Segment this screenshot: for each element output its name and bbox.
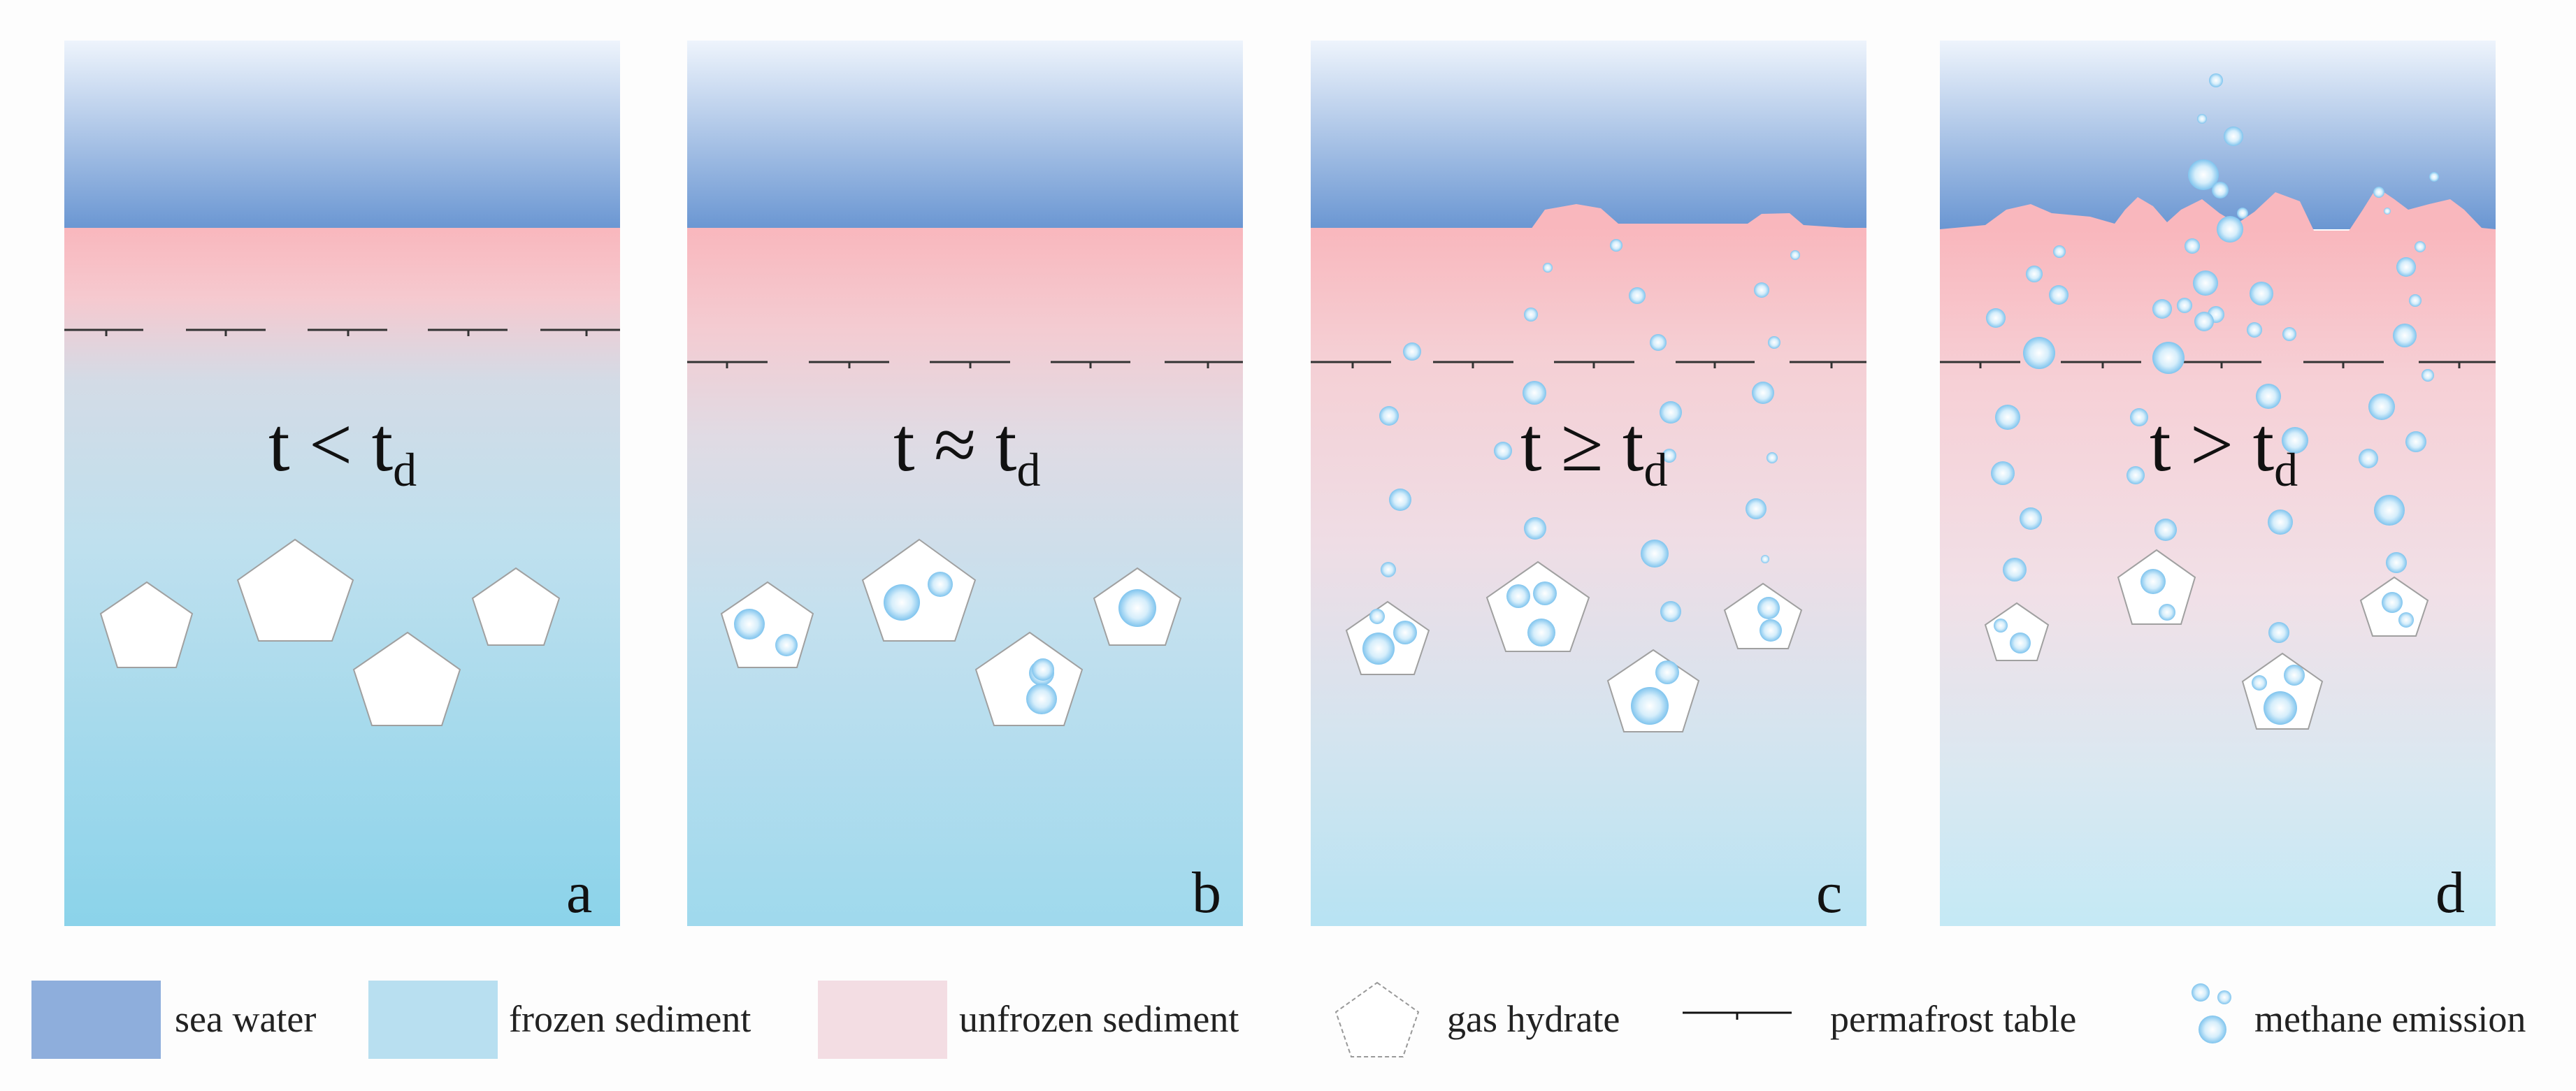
permafrost-table (64, 328, 620, 336)
gas-hydrate (99, 538, 561, 726)
panel-c: t ≥ td c (1311, 41, 1866, 926)
legend-label: permafrost table (1830, 998, 2077, 1040)
methane-emission (734, 572, 1156, 714)
legend: sea water frozen sediment unfrozen sedim… (0, 975, 2576, 1066)
permafrost-table (1311, 361, 1866, 368)
sea-water (687, 41, 1243, 229)
legend-label: frozen sediment (509, 998, 751, 1040)
frozen-sediment-swatch (368, 981, 498, 1059)
panel-letter-c: c (1816, 860, 1842, 925)
sea-water-swatch (31, 981, 161, 1059)
panel-letter-d: d (2435, 860, 2465, 925)
panel-a: t < td a (64, 41, 620, 926)
gas-hydrate-icon (1334, 981, 1420, 1057)
sea-water (1311, 41, 1866, 229)
panel-d: t > td d (1940, 41, 2496, 926)
permafrost-degradation-figure: t < td a t ≈ td b (64, 41, 2496, 926)
condition-label-b: t ≈ td (893, 402, 1041, 496)
condition-label-a: t < td (268, 402, 417, 496)
panel-letter-b: b (1192, 860, 1221, 925)
methane-emission (1362, 239, 1800, 725)
legend-label: gas hydrate (1447, 998, 1620, 1040)
permafrost-table (687, 361, 1243, 368)
sediment (1311, 228, 1866, 926)
panel-b: t ≈ td b (687, 41, 1243, 926)
unfrozen-sediment-swatch (818, 981, 947, 1059)
methane-emission (1986, 73, 2439, 725)
legend-label: methane emission (2254, 998, 2526, 1040)
permafrost-table-icon (1683, 1011, 1792, 1020)
seabed-mounds (1940, 187, 2496, 245)
legend-label: sea water (175, 998, 317, 1040)
sea-water (64, 41, 620, 229)
methane-bubbles-icon (2192, 983, 2231, 1043)
sea-water (1940, 41, 2496, 229)
panel-letter-a: a (566, 860, 592, 925)
condition-label-c: t ≥ td (1520, 402, 1668, 496)
permafrost-table (1940, 361, 2496, 368)
condition-label-d: t > td (2150, 402, 2298, 496)
legend-label: unfrozen sediment (959, 998, 1239, 1040)
